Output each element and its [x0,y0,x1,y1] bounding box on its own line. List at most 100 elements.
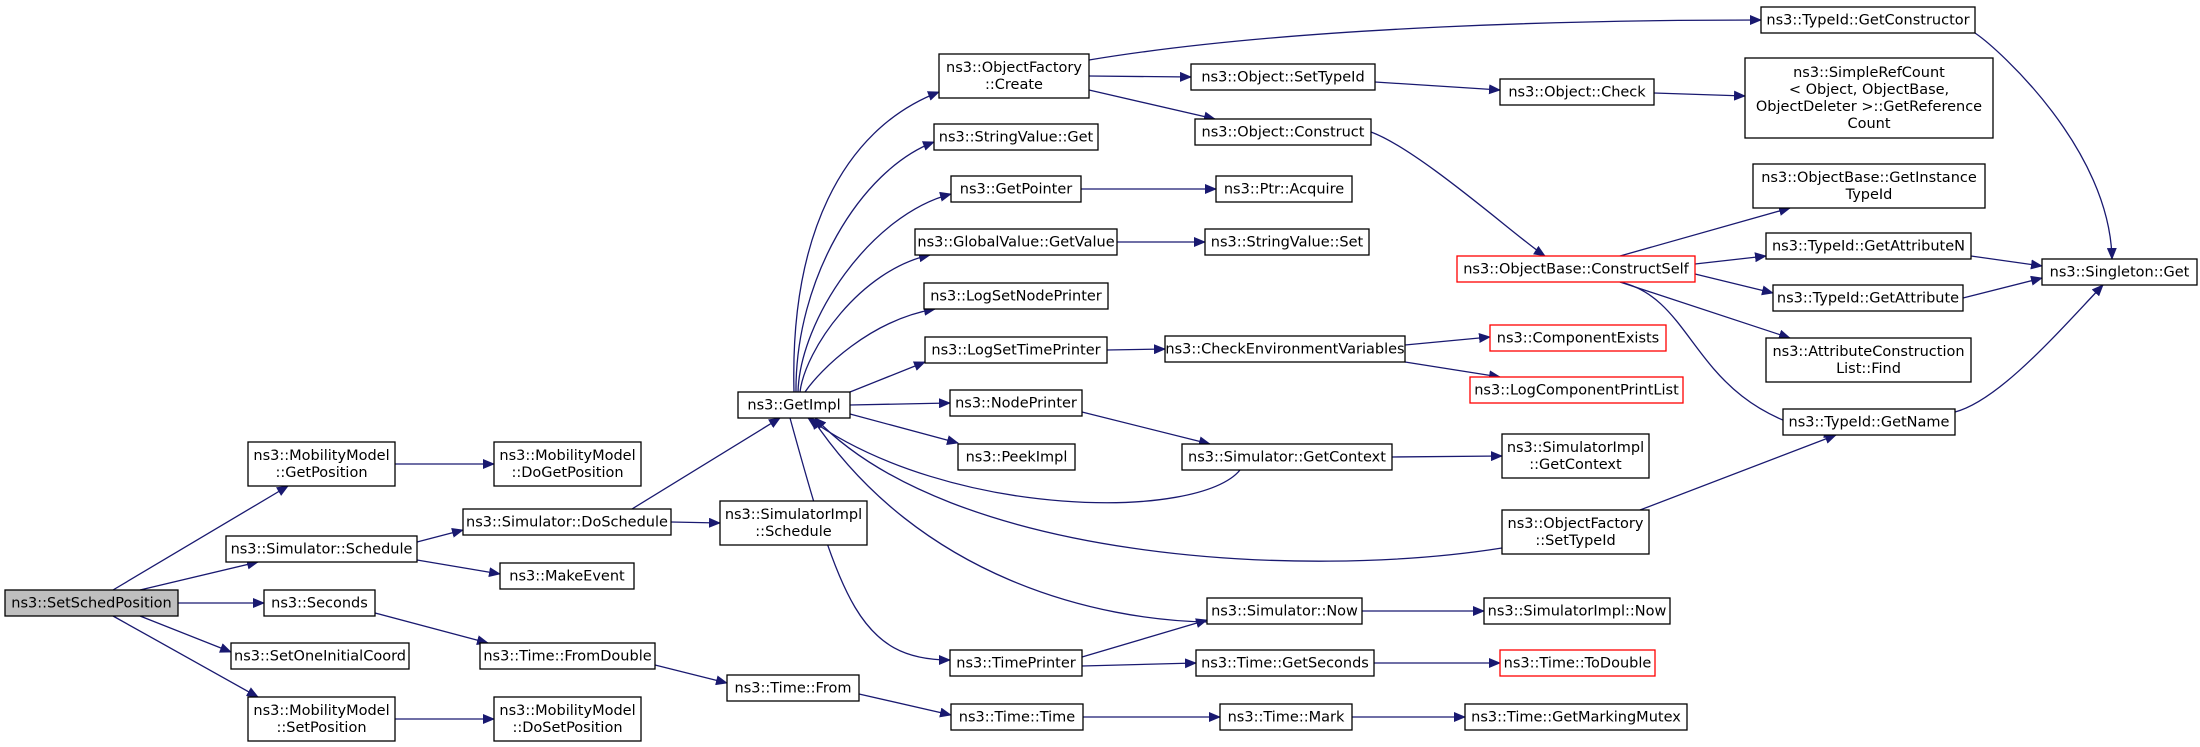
node-time-time[interactable]: ns3::Time::Time [950,703,1084,731]
node-time-getmarkingmutex[interactable]: ns3::Time::GetMarkingMutex [1464,703,1688,731]
node-object-construct[interactable]: ns3::Object::Construct [1194,118,1372,146]
node-box[interactable] [247,441,396,487]
node-box[interactable] [479,642,656,670]
node-time-fromdouble[interactable]: ns3::Time::FromDouble [479,642,656,670]
node-box[interactable] [924,336,1108,364]
node-box[interactable] [950,175,1082,203]
node-box[interactable] [1181,443,1393,471]
node-simimpl-now[interactable]: ns3::SimulatorImpl::Now [1483,597,1671,625]
node-of-settypeid[interactable]: ns3::ObjectFactory::SetTypeId [1501,509,1650,555]
node-box[interactable] [1206,597,1363,625]
node-box[interactable] [737,391,851,419]
node-mm-setpos[interactable]: ns3::MobilityModel::SetPosition [247,696,396,742]
node-time-mark[interactable]: ns3::Time::Mark [1219,703,1353,731]
node-box[interactable] [1752,163,1986,209]
node-typeid-getconstructor[interactable]: ns3::TypeId::GetConstructor [1760,6,1976,34]
node-timeprinter[interactable]: ns3::TimePrinter [949,649,1083,677]
node-sim-schedule[interactable]: ns3::Simulator::Schedule [225,535,418,563]
node-box[interactable] [1760,6,1976,34]
node-typeid-getattribute[interactable]: ns3::TypeId::GetAttribute [1772,284,1964,312]
node-box[interactable] [493,441,642,487]
node-box[interactable] [1215,175,1353,203]
node-box[interactable] [1194,118,1372,146]
node-box[interactable] [938,53,1090,99]
node-box[interactable] [1782,408,1956,436]
node-box[interactable] [914,228,1118,256]
node-getimpl[interactable]: ns3::GetImpl [737,391,851,419]
node-time-from[interactable]: ns3::Time::From [726,674,860,702]
node-box[interactable] [949,649,1083,677]
node-componentexists[interactable]: ns3::ComponentExists [1489,324,1667,352]
node-box[interactable] [1204,228,1370,256]
node-globalvalue-getvalue[interactable]: ns3::GlobalValue::GetValue [914,228,1118,256]
node-object-check[interactable]: ns3::Object::Check [1499,78,1655,106]
node-box[interactable] [1195,649,1375,677]
node-mm-getpos[interactable]: ns3::MobilityModel::GetPosition [247,441,396,487]
node-getpointer[interactable]: ns3::GetPointer [950,175,1082,203]
node-object-settypeid[interactable]: ns3::Object::SetTypeId [1190,63,1376,91]
node-box[interactable] [230,642,410,670]
node-box[interactable] [1464,703,1688,731]
node-box[interactable] [1501,509,1650,555]
node-box[interactable] [1501,433,1650,479]
node-box[interactable] [1499,649,1656,677]
node-box[interactable] [1499,78,1655,106]
node-mm-dosetpos[interactable]: ns3::MobilityModel::DoSetPosition [493,696,642,742]
node-box[interactable] [1164,335,1406,363]
node-box[interactable] [1219,703,1353,731]
node-box[interactable] [499,562,635,590]
node-sim-now[interactable]: ns3::Simulator::Now [1206,597,1363,625]
node-box[interactable] [1744,57,1994,139]
node-time-getseconds[interactable]: ns3::Time::GetSeconds [1195,649,1375,677]
node-box[interactable] [247,696,396,742]
node-stringvalue-get[interactable]: ns3::StringValue::Get [933,123,1099,151]
node-nodeprinter[interactable]: ns3::NodePrinter [949,389,1083,417]
node-box[interactable] [225,535,418,563]
node-mm-dogetpos[interactable]: ns3::MobilityModel::DoGetPosition [493,441,642,487]
node-box[interactable] [1456,255,1696,283]
node-simimpl-schedule[interactable]: ns3::SimulatorImpl::Schedule [719,500,868,546]
node-box[interactable] [957,443,1076,471]
node-typeid-getname[interactable]: ns3::TypeId::GetName [1782,408,1956,436]
node-sim-getcontext[interactable]: ns3::Simulator::GetContext [1181,443,1393,471]
node-box[interactable] [263,589,376,617]
node-box[interactable] [1765,337,1972,383]
node-typeid-getattributen[interactable]: ns3::TypeId::GetAttributeN [1765,232,1972,260]
node-box[interactable] [493,696,642,742]
node-objectbase-constructself[interactable]: ns3::ObjectBase::ConstructSelf [1456,255,1696,283]
node-setone[interactable]: ns3::SetOneInitialCoord [230,642,410,670]
node-box[interactable] [1489,324,1667,352]
node-of-create[interactable]: ns3::ObjectFactory::Create [938,53,1090,99]
node-box[interactable] [933,123,1099,151]
node-root[interactable]: ns3::SetSchedPosition [4,589,179,617]
node-seconds[interactable]: ns3::Seconds [263,589,376,617]
node-sim-doschedule[interactable]: ns3::Simulator::DoSchedule [462,508,672,536]
node-makeevent[interactable]: ns3::MakeEvent [499,562,635,590]
node-box[interactable] [1772,284,1964,312]
node-singleton-get[interactable]: ns3::Singleton::Get [2041,258,2198,286]
node-ptr-acquire[interactable]: ns3::Ptr::Acquire [1215,175,1353,203]
node-box[interactable] [923,282,1109,310]
node-simimpl-getcontext[interactable]: ns3::SimulatorImpl::GetContext [1501,433,1650,479]
node-simplerefcount[interactable]: ns3::SimpleRefCount< Object, ObjectBase,… [1744,57,1994,139]
node-time-todouble[interactable]: ns3::Time::ToDouble [1499,649,1656,677]
node-box[interactable] [1765,232,1972,260]
node-box[interactable] [949,389,1083,417]
node-box[interactable] [1469,376,1684,404]
node-peekimpl[interactable]: ns3::PeekImpl [957,443,1076,471]
node-box[interactable] [2041,258,2198,286]
node-box[interactable] [1483,597,1671,625]
node-checkenv[interactable]: ns3::CheckEnvironmentVariables [1164,335,1406,363]
node-box[interactable] [950,703,1084,731]
node-logsettimeprinter[interactable]: ns3::LogSetTimePrinter [924,336,1108,364]
node-box[interactable] [726,674,860,702]
node-box[interactable] [4,589,179,617]
node-logcomponentprintlist[interactable]: ns3::LogComponentPrintList [1469,376,1684,404]
node-logsetnodeprinter[interactable]: ns3::LogSetNodePrinter [923,282,1109,310]
node-stringvalue-set[interactable]: ns3::StringValue::Set [1204,228,1370,256]
node-box[interactable] [462,508,672,536]
node-box[interactable] [719,500,868,546]
node-box[interactable] [1190,63,1376,91]
